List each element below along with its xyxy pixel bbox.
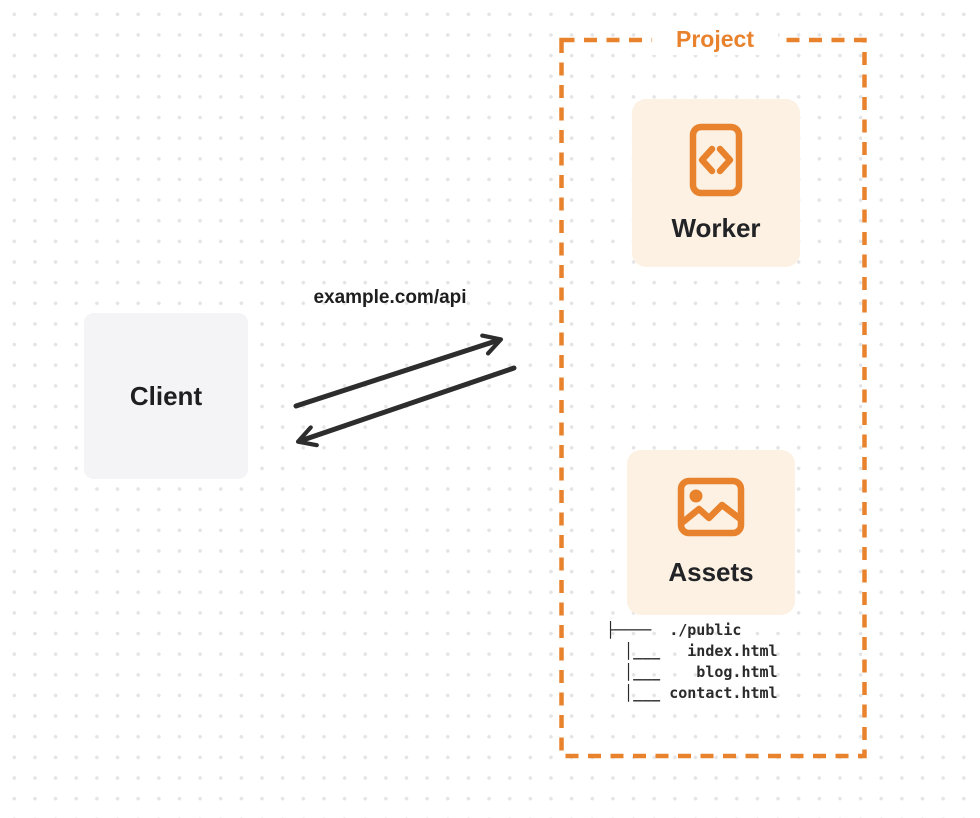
tree-line-public: ├──── ./public xyxy=(606,621,742,639)
worker-label: Worker xyxy=(671,212,761,243)
request-arrow xyxy=(293,333,504,409)
image-icon xyxy=(677,477,745,537)
tree-line-blog: │___ blog.html xyxy=(606,663,778,681)
tree-line-index: │___ index.html xyxy=(606,642,778,660)
worker-node: Worker xyxy=(632,99,800,267)
client-label: Client xyxy=(129,380,203,411)
response-arrow xyxy=(295,365,517,448)
project-label: Project xyxy=(652,23,778,55)
client-node: Client xyxy=(84,313,248,479)
file-tree: ├──── ./public │___ index.html │___ blog… xyxy=(606,620,778,704)
assets-node: Assets xyxy=(627,450,795,615)
request-url-label: example.com/api xyxy=(313,287,467,308)
code-file-icon xyxy=(689,123,743,196)
assets-label: Assets xyxy=(668,557,754,587)
tree-line-contact: │___ contact.html xyxy=(606,684,778,702)
